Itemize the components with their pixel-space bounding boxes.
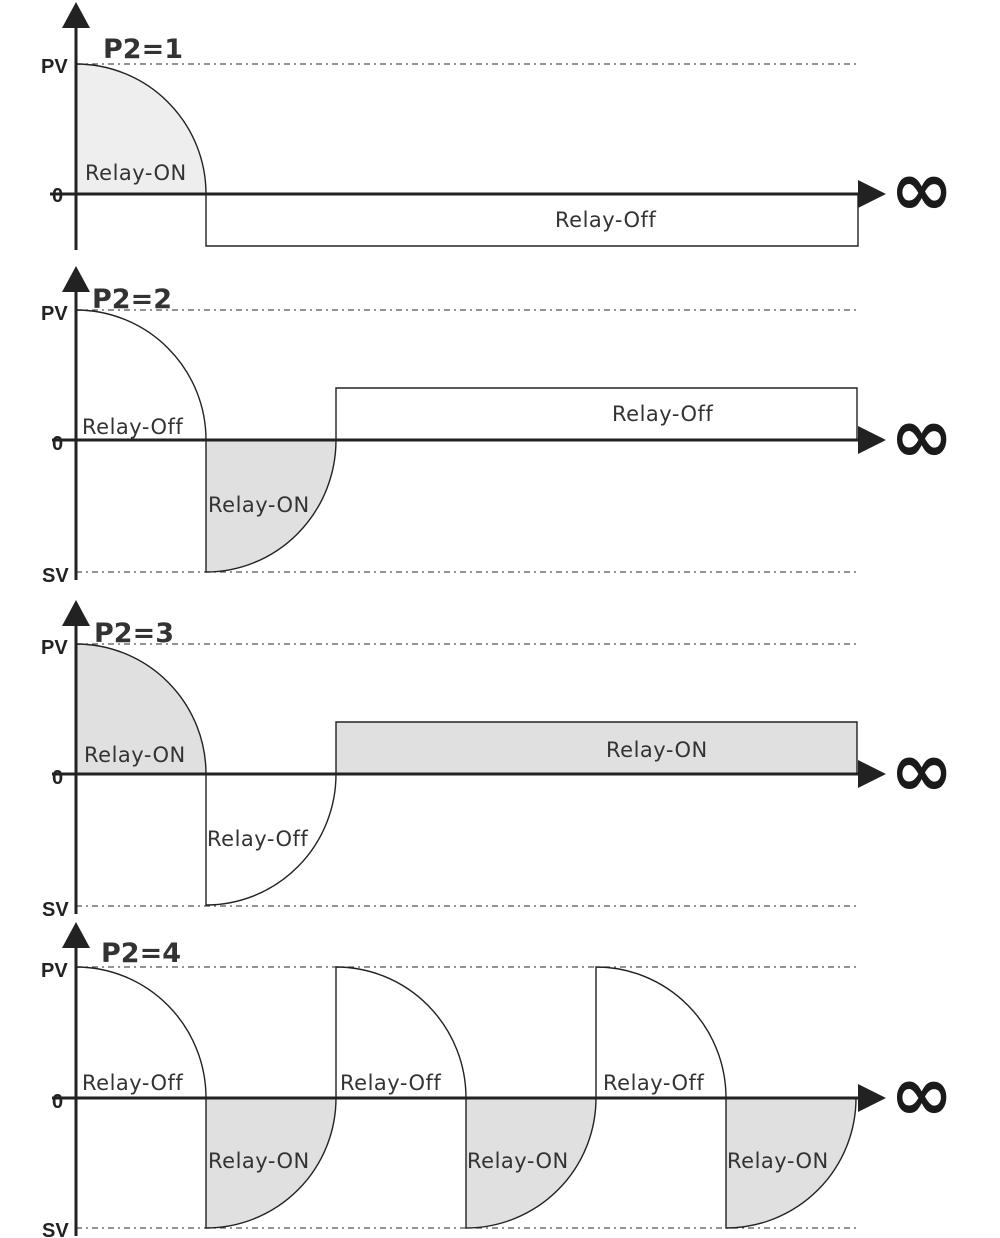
pv-tick-label: PV xyxy=(41,56,68,78)
panel-p2-2: P2=2 PV 0 SV ∞ Relay-Off Relay-ON Relay-… xyxy=(41,266,953,587)
relay-off-label: Relay-Off xyxy=(82,1071,183,1095)
relay-off-quarter-region xyxy=(75,966,207,1099)
relay-on-label: Relay-ON xyxy=(467,1149,569,1173)
zero-tick-label: 0 xyxy=(52,1091,63,1113)
panel-p2-3: P2=3 PV 0 SV ∞ Relay-ON Relay-Off Relay-… xyxy=(41,600,953,921)
panel-title: P2=1 xyxy=(103,34,183,65)
y-axis-arrow xyxy=(62,600,90,626)
relay-on-rect-region xyxy=(335,721,858,775)
relay-off-quarter-region xyxy=(75,309,207,441)
panel-title: P2=3 xyxy=(94,618,174,649)
panel-title: P2=4 xyxy=(101,938,181,969)
infinity-symbol: ∞ xyxy=(890,391,953,480)
infinity-symbol: ∞ xyxy=(890,1049,953,1138)
y-axis-arrow xyxy=(62,2,90,28)
infinity-symbol: ∞ xyxy=(890,144,953,233)
relay-on-label: Relay-ON xyxy=(208,1149,310,1173)
sv-tick-label: SV xyxy=(42,565,69,587)
relay-on-quarter-region xyxy=(75,63,207,195)
relay-off-quarter-region xyxy=(595,966,727,1099)
sv-tick-label: SV xyxy=(42,899,69,921)
relay-on-label: Relay-ON xyxy=(84,743,186,767)
relay-off-rect-region xyxy=(335,387,858,440)
relay-off-label: Relay-Off xyxy=(612,402,713,426)
relay-on-label: Relay-ON xyxy=(85,161,187,185)
relay-on-quarter-region xyxy=(465,1097,597,1229)
infinity-symbol: ∞ xyxy=(890,725,953,814)
y-axis-arrow xyxy=(62,922,90,948)
panel-title: P2=2 xyxy=(92,284,172,315)
relay-on-quarter-region xyxy=(205,439,337,573)
relay-off-label: Relay-Off xyxy=(340,1071,441,1095)
panel-p2-1: P2=1 PV 0 ∞ Relay-ON Relay-Off xyxy=(41,2,953,250)
x-axis-arrow xyxy=(858,1084,886,1112)
pv-tick-label: PV xyxy=(41,303,68,325)
relay-off-label: Relay-Off xyxy=(603,1071,704,1095)
relay-on-quarter-region xyxy=(725,1097,857,1229)
x-axis-arrow xyxy=(858,760,886,788)
panel-p2-4: P2=4 PV 0 SV ∞ Relay-Off Relay-ON Relay-… xyxy=(41,922,953,1238)
relay-on-label: Relay-ON xyxy=(727,1149,829,1173)
relay-on-label: Relay-ON xyxy=(208,493,310,517)
x-axis-arrow xyxy=(858,426,886,454)
y-axis-arrow xyxy=(62,266,90,292)
x-axis-arrow xyxy=(858,180,886,208)
relay-off-label: Relay-Off xyxy=(207,827,308,851)
relay-off-label: Relay-Off xyxy=(555,208,656,232)
relay-off-quarter-region xyxy=(335,966,467,1099)
relay-on-quarter-region xyxy=(205,1097,337,1229)
relay-off-label: Relay-Off xyxy=(82,415,183,439)
pv-tick-label: PV xyxy=(41,960,68,982)
relay-on-label: Relay-ON xyxy=(606,738,708,762)
zero-tick-label: 0 xyxy=(52,767,63,789)
zero-tick-label: 0 xyxy=(52,433,63,455)
pv-tick-label: PV xyxy=(41,637,68,659)
sv-tick-label: SV xyxy=(42,1220,69,1238)
relay-off-rect-region xyxy=(205,194,859,247)
relay-off-quarter-region xyxy=(205,773,337,906)
zero-tick-label: 0 xyxy=(52,185,63,207)
relay-on-quarter-region xyxy=(75,643,207,775)
